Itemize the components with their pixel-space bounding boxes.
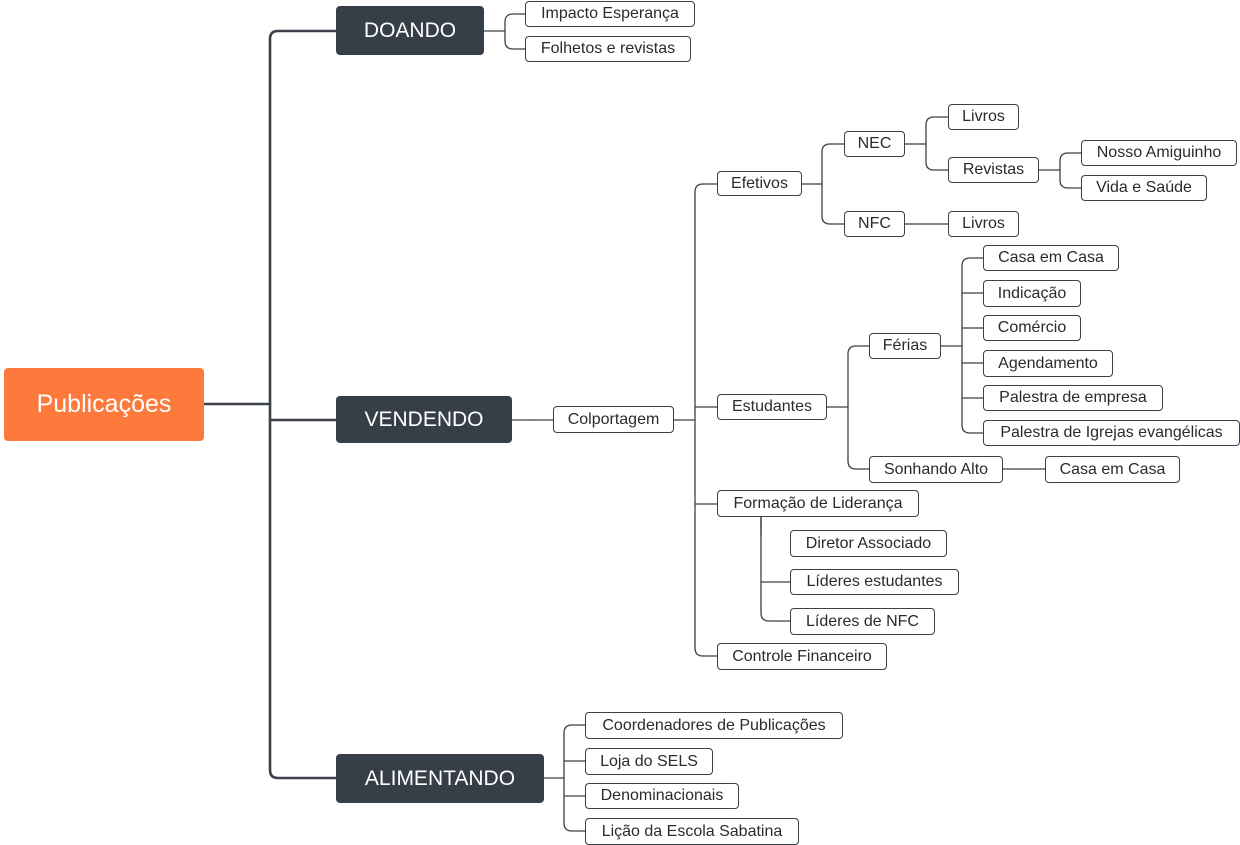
- node-coordenadores[interactable]: Coordenadores de Publicações: [585, 712, 843, 739]
- node-nec-revistas[interactable]: Revistas: [948, 157, 1039, 183]
- connector-line: [925, 143, 949, 171]
- node-nec[interactable]: NEC: [844, 131, 905, 157]
- node-estudantes[interactable]: Estudantes: [717, 394, 827, 420]
- node-palestra-igrejas[interactable]: Palestra de Igrejas evangélicas: [983, 420, 1240, 446]
- connector-line: [504, 13, 526, 32]
- node-folhetos-revistas[interactable]: Folhetos e revistas: [525, 36, 691, 62]
- node-nec-livros[interactable]: Livros: [948, 104, 1019, 130]
- node-nfc[interactable]: NFC: [844, 211, 905, 237]
- connector-line: [563, 724, 586, 779]
- node-agendamento[interactable]: Agendamento: [983, 350, 1113, 377]
- node-nosso-amiguinho[interactable]: Nosso Amiguinho: [1081, 140, 1237, 166]
- node-controle-financeiro[interactable]: Controle Financeiro: [717, 643, 887, 670]
- node-formacao-lideranca[interactable]: Formação de Liderança: [717, 490, 919, 517]
- node-palestra-empresa[interactable]: Palestra de empresa: [983, 385, 1163, 411]
- node-nfc-livros[interactable]: Livros: [948, 211, 1019, 237]
- connector-line: [821, 143, 845, 185]
- connector-line: [961, 345, 984, 434]
- connector-line: [268, 29, 338, 406]
- node-lideres-estudantes[interactable]: Líderes estudantes: [790, 569, 959, 595]
- connector-line: [1059, 152, 1082, 171]
- node-casa-em-casa[interactable]: Casa em Casa: [983, 245, 1119, 271]
- connector-line: [1059, 169, 1082, 189]
- node-licao-escola-sabatina[interactable]: Lição da Escola Sabatina: [585, 818, 799, 845]
- connector-line: [563, 777, 586, 832]
- connector-line: [847, 406, 870, 470]
- node-sonhando-alto[interactable]: Sonhando Alto: [869, 456, 1003, 483]
- node-sonhando-casa-em-casa[interactable]: Casa em Casa: [1045, 456, 1180, 483]
- connector-line: [925, 116, 949, 145]
- connector-line: [821, 183, 845, 225]
- node-diretor-associado[interactable]: Diretor Associado: [790, 530, 947, 557]
- node-vida-saude[interactable]: Vida e Saúde: [1081, 175, 1207, 201]
- node-impacto-esperanca[interactable]: Impacto Esperança: [525, 1, 695, 27]
- node-comercio[interactable]: Comércio: [983, 315, 1081, 341]
- node-ferias[interactable]: Férias: [869, 333, 941, 359]
- connector-line: [694, 419, 718, 657]
- node-denominacionais[interactable]: Denominacionais: [585, 783, 739, 809]
- branch-doando[interactable]: DOANDO: [336, 6, 484, 55]
- connector-line: [268, 402, 338, 780]
- connector-line: [504, 30, 526, 50]
- node-efetivos[interactable]: Efetivos: [717, 171, 802, 196]
- node-colportagem[interactable]: Colportagem: [553, 406, 674, 433]
- connector-line: [760, 516, 791, 622]
- node-indicacao[interactable]: Indicação: [983, 280, 1081, 307]
- root-node[interactable]: Publicações: [4, 368, 204, 441]
- connector-line: [961, 257, 984, 347]
- branch-vendendo[interactable]: VENDENDO: [336, 396, 512, 443]
- branch-alimentando[interactable]: ALIMENTANDO: [336, 754, 544, 803]
- connector-line: [694, 183, 718, 421]
- connector-line: [847, 345, 870, 408]
- node-loja-sels[interactable]: Loja do SELS: [585, 748, 713, 775]
- node-lideres-nfc[interactable]: Líderes de NFC: [790, 608, 935, 635]
